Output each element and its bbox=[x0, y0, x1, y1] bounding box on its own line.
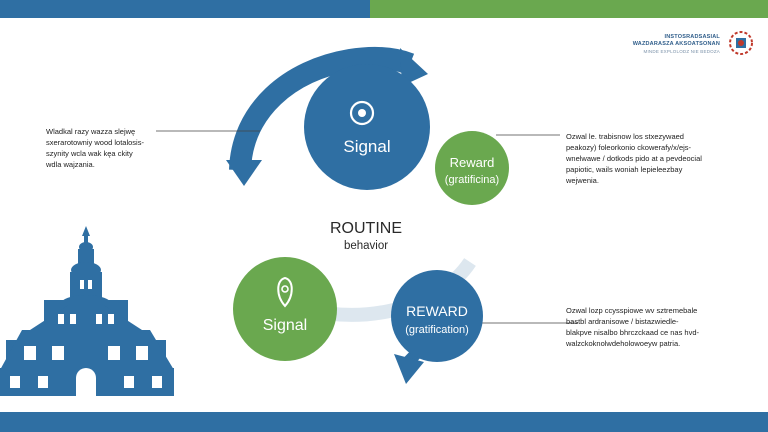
organization-name: INSTOSRADSASIAL WAZDARASZA AKSOATSONAN M… bbox=[590, 34, 720, 55]
routine-title: ROUTINE bbox=[330, 220, 402, 237]
routine-subtitle: behavior bbox=[344, 240, 388, 252]
note-right-top-line: wnelwawe / dotkods pido at a pevdeocial bbox=[566, 154, 702, 163]
note-left: Wladkal razy wazza slejwę sxerarotowniy … bbox=[46, 126, 156, 170]
organization-name-line2: WAZDARASZA AKSOATSONAN bbox=[632, 41, 720, 47]
target-icon-center bbox=[358, 109, 366, 117]
reward-node-top-sublabel: (gratificina) bbox=[445, 174, 499, 186]
signal-node-top-label: Signal bbox=[343, 137, 390, 156]
reward-node-top bbox=[435, 131, 509, 205]
signal-node-bottom bbox=[233, 257, 337, 361]
bottom-accent-bar bbox=[0, 412, 768, 432]
note-left-line: szynity wcla wak kęa ckity bbox=[46, 149, 133, 158]
note-right-bottom-line: blakpve nisalbo bhrczckaad ce nas hvd- bbox=[566, 328, 699, 337]
note-right-top-line: peakozy) foleorkonio ckowerafy/x/ejs- bbox=[566, 143, 692, 152]
note-right-bottom-line: Ozwal lozp ccysspiowe wv sztremebale bbox=[566, 306, 698, 315]
arrow-head-bottom bbox=[394, 354, 424, 384]
target-icon bbox=[349, 100, 375, 126]
signal-node-bottom-label: Signal bbox=[263, 317, 307, 334]
location-pin-icon-dot bbox=[281, 285, 289, 293]
note-right-bottom: Ozwal lozp ccysspiowe wv sztremebale bas… bbox=[566, 305, 736, 349]
reward-node-bottom-label: REWARD bbox=[406, 303, 468, 319]
reward-node-bottom bbox=[391, 270, 483, 362]
building-illustration bbox=[0, 226, 174, 396]
note-right-top-line: Ozwal le. trabisnow los stxezywaed bbox=[566, 132, 684, 141]
reward-node-top-label: Reward bbox=[450, 155, 495, 170]
note-right-top-line: papiotic, wails woniah lepieleezbay bbox=[566, 165, 683, 174]
note-left-line: Wladkal razy wazza slejwę bbox=[46, 127, 136, 136]
note-right-bottom-line: walzckoknolwdeholowoeyw patria. bbox=[566, 339, 681, 348]
emblem-icon bbox=[729, 31, 753, 55]
note-right-top: Ozwal le. trabisnow los stxezywaed peako… bbox=[566, 131, 736, 186]
organization-tagline: MINDE EXPLOLODZ NIE BEDOZA bbox=[643, 49, 720, 54]
organization-name-line1: INSTOSRADSASIAL bbox=[664, 34, 720, 40]
arrow-head-top-right bbox=[400, 48, 428, 86]
reward-node-bottom-sublabel: (gratification) bbox=[405, 324, 469, 336]
note-right-bottom-line: bastbl ardranisowe / bistazwiedle- bbox=[566, 317, 679, 326]
note-left-line: sxerarotowniy wood lotalosis- bbox=[46, 138, 144, 147]
note-right-top-line: wejwenia. bbox=[566, 176, 599, 185]
top-accent-bar-blue bbox=[0, 0, 370, 18]
location-pin-icon bbox=[277, 276, 293, 308]
signal-node-top bbox=[304, 64, 430, 190]
arrow-head-left-down bbox=[226, 160, 262, 186]
top-accent-bar-green bbox=[370, 0, 768, 18]
note-left-line: wdla wajzania. bbox=[46, 160, 95, 169]
